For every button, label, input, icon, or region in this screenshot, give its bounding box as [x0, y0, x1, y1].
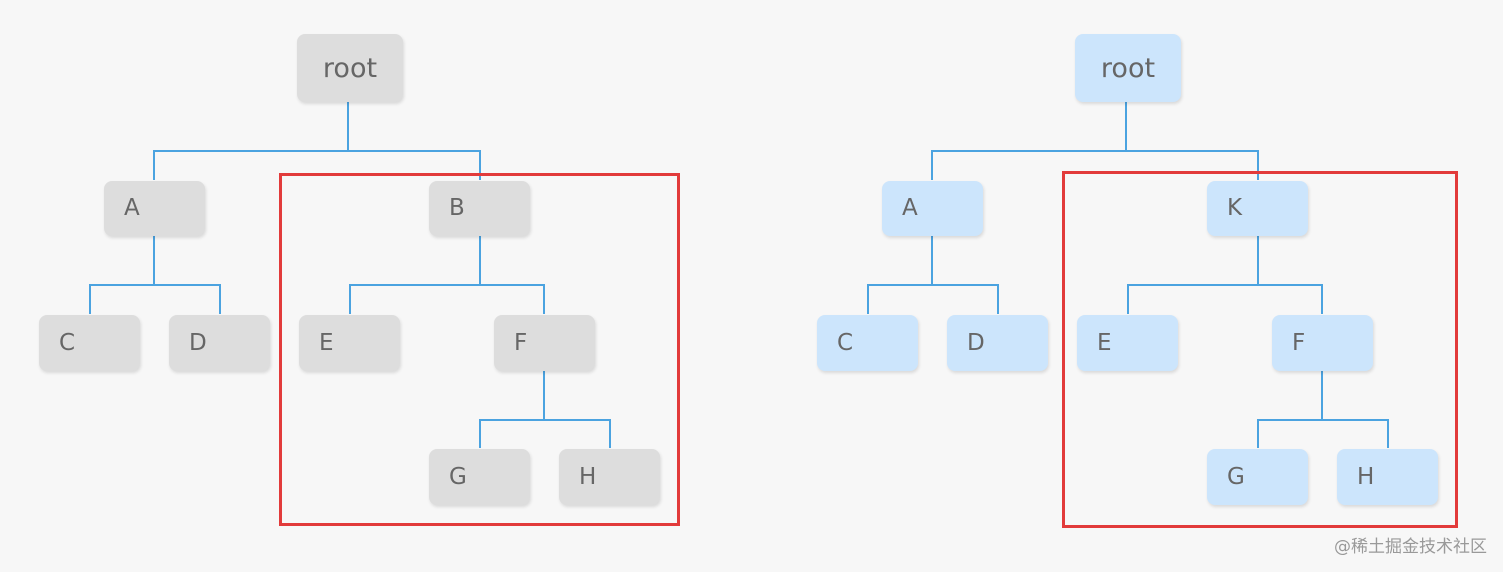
connector	[1321, 284, 1323, 314]
tree-node-e: E	[1077, 315, 1178, 371]
connector	[1257, 419, 1259, 448]
connector	[543, 371, 545, 420]
connector	[931, 150, 933, 180]
tree-node-a: A	[882, 181, 983, 236]
connector	[153, 236, 155, 285]
tree-node-root: root	[1075, 34, 1181, 102]
tree-node-f: F	[1272, 315, 1373, 371]
connector	[1125, 102, 1127, 151]
connector	[479, 236, 481, 285]
connector	[1127, 284, 1323, 286]
tree-node-d: D	[169, 315, 270, 371]
tree-node-c: C	[817, 315, 918, 371]
watermark: @稀土掘金技术社区	[1334, 537, 1487, 557]
connector	[89, 284, 221, 286]
connector	[609, 419, 611, 448]
connector	[219, 284, 221, 314]
connector	[1257, 236, 1259, 285]
connector	[867, 284, 869, 314]
tree-node-e: E	[299, 315, 400, 371]
tree-node-g: G	[429, 449, 530, 505]
tree-node-a: A	[104, 181, 205, 236]
connector	[931, 236, 933, 285]
connector	[153, 150, 155, 180]
connector	[349, 284, 351, 314]
connector	[1257, 150, 1259, 180]
tree-node-g: G	[1207, 449, 1308, 505]
connector	[349, 284, 545, 286]
subtree-highlight-box	[1062, 171, 1458, 528]
connector	[347, 102, 349, 151]
subtree-highlight-box	[279, 173, 680, 526]
tree-node-c: C	[39, 315, 140, 371]
connector	[89, 284, 91, 314]
tree-node-b: B	[429, 181, 530, 236]
tree-node-f: F	[494, 315, 595, 371]
connector	[997, 284, 999, 314]
connector	[1321, 371, 1323, 420]
tree-node-h: H	[1337, 449, 1438, 505]
connector	[1127, 284, 1129, 314]
connector	[479, 419, 481, 448]
connector	[931, 150, 1259, 152]
connector	[153, 150, 481, 152]
connector	[1257, 419, 1389, 421]
tree-node-k: K	[1207, 181, 1308, 236]
tree-node-root: root	[297, 34, 403, 102]
connector	[867, 284, 999, 286]
connector	[479, 419, 611, 421]
connector	[479, 150, 481, 180]
connector	[1387, 419, 1389, 448]
tree-node-d: D	[947, 315, 1048, 371]
tree-node-h: H	[559, 449, 660, 505]
connector	[543, 284, 545, 314]
